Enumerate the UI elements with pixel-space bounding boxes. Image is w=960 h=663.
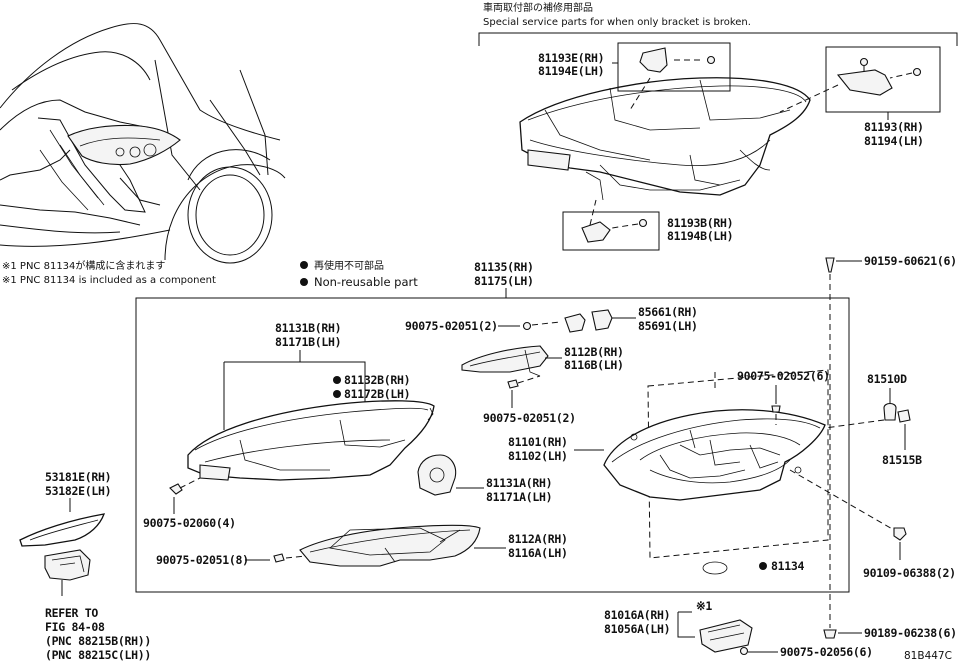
lamp-8112A [299,524,481,567]
black-dot-81132B [333,376,341,384]
bolt-81193E [706,55,716,65]
socket-81515B [897,409,911,423]
bolt-90075-02051-mid [507,379,519,389]
bracket-81193 [836,69,893,96]
main-assembly-frame [135,297,850,593]
label-81171B: 81171B(LH) [275,335,341,349]
label-81193E: 81193E(RH) [538,51,604,65]
header-bracket [478,32,958,46]
label-81131A: 81131A(RH) [486,476,552,490]
label-81171A: 81171A(LH) [486,490,552,504]
headlamp-81101 [603,409,826,501]
refer-line-2: FIG 84-08 [45,620,105,634]
label-85691: 85691(LH) [638,319,698,333]
module-81016A [699,619,753,653]
label-90075-02051-top: 90075-02051(2) [405,319,498,333]
label-81515B: 81515B [882,453,922,467]
label-90075-02052: 90075-02052(6) [737,369,830,383]
label-90075-02056: 90075-02056(6) [780,645,873,659]
label-81131B: 81131B(RH) [275,321,341,335]
label-85661: 85661(RH) [638,305,698,319]
refer-line-3: (PNC 88215B(RH)) [45,634,151,648]
bracket-53181E [44,549,91,581]
bracket-85661 [564,313,586,333]
bracket-box-81193E [617,42,731,92]
refer-line-4: (PNC 88215C(LH)) [45,648,151,662]
label-81175: 81175(LH) [474,274,534,288]
gasket-81134 [702,561,728,575]
screw-90075-02056 [739,646,749,656]
bolt-90075-02051-bot [273,553,285,563]
label-81194E: 81194E(LH) [538,64,604,78]
bolt-81193B [638,218,648,228]
label-90075-02051-bot: 90075-02051(8) [156,553,249,567]
lens-81131B [187,400,435,481]
black-dot-81172B [333,390,341,398]
legend-dot [300,261,308,269]
label-90159: 90159-60621(6) [864,254,957,268]
header-en: Special service parts for when only brac… [483,17,751,28]
bracket-81193E [639,47,668,73]
label-81102: 81102(LH) [508,449,568,463]
legend-en: Non-reusable part [314,275,418,289]
label-90189: 90189-06238(6) [864,626,957,640]
label-81194: 81194(LH) [864,134,924,148]
note-jp: ※1 PNC 81134が構成に含まれます [2,259,165,272]
note-en: ※1 PNC 81134 is included as a component [2,275,216,286]
label-90075-02051-mid: 90075-02051(2) [483,411,576,425]
label-81056A: 81056A(LH) [604,622,670,636]
label-53181E: 53181E(RH) [45,470,111,484]
bracket-81193B [581,221,611,243]
label-81193B: 81193B(RH) [667,216,733,230]
label-81510D: 81510D [867,372,907,386]
label-81193: 81193(RH) [864,120,924,134]
bolt-81193-b [912,67,922,77]
label-53182E: 53182E(LH) [45,484,111,498]
label-8112B: 8112B(RH) [564,345,624,359]
label-8112A: 8112A(RH) [508,532,568,546]
legend-jp: 再使用不可部品 [314,259,384,272]
legend-dot-2 [300,278,308,286]
bracket-box-81193 [825,46,941,113]
label-8116B: 8116B(LH) [564,358,624,372]
bolt-90159 [825,257,835,273]
black-dot-81134 [759,562,767,570]
label-90109: 90109-06388(2) [863,566,956,580]
bulb-81510D [883,402,897,421]
label-81132B: 81132B(RH) [344,373,410,387]
bolt-90075-02060 [169,483,183,495]
label-81194B: 81194B(LH) [667,229,733,243]
mark-1: ※1 [696,599,712,613]
label-81134: 81134 [771,559,804,573]
label-81101: 81101(RH) [508,435,568,449]
label-90075-02060: 90075-02060(4) [143,516,236,530]
label-8116A: 8116A(LH) [508,546,568,560]
illustration-id: 81B447C [904,650,952,662]
bracket-81131A [417,454,457,496]
bolt-90109 [893,527,907,541]
label-81172B: 81172B(LH) [344,387,410,401]
bolt-90075-02052 [771,405,781,413]
top-headlamp-assembly [519,77,811,201]
bolt-90189 [823,629,837,639]
vehicle-illustration [0,23,286,264]
lamp-8112B [461,345,549,373]
bolt-90075-02051-top [522,321,532,331]
label-81016A: 81016A(RH) [604,608,670,622]
bolt-81193-a [859,57,869,67]
label-81135: 81135(RH) [474,260,534,274]
bracket-box-81193B [562,211,660,251]
bracket-85661b [591,309,613,331]
header-jp: 車両取付部の補修用部品 [483,1,593,14]
refer-line-1: REFER TO [45,606,98,620]
